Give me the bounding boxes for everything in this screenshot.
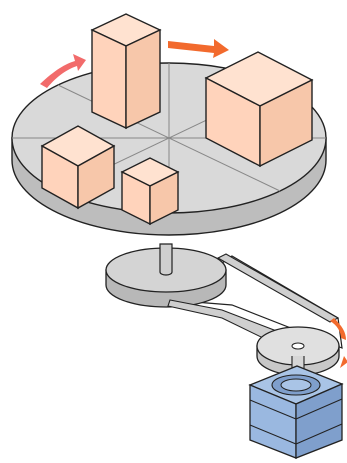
spindle-base bbox=[106, 244, 226, 307]
box-small bbox=[122, 158, 178, 224]
stepper-motor bbox=[250, 366, 342, 458]
rotation-arrow-right bbox=[168, 39, 229, 58]
box-tall bbox=[92, 14, 160, 128]
